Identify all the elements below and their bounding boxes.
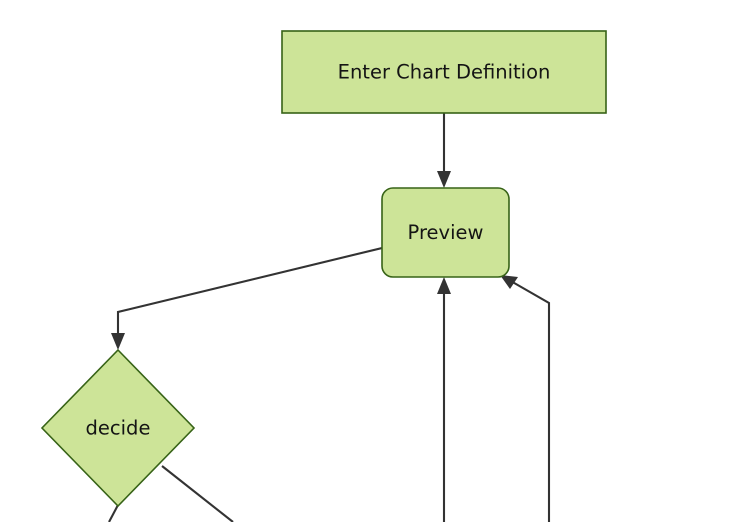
node-preview[interactable]: Preview	[381, 187, 510, 278]
node-label-preview: Preview	[408, 221, 484, 244]
node-label-enter-chart-definition: Enter Chart Definition	[338, 61, 551, 84]
arrowhead-icon	[437, 277, 451, 294]
edge-return-right-to-preview	[500, 275, 551, 522]
node-shape-rounded-rectangle[interactable]	[381, 187, 510, 278]
edge-enter-to-preview	[437, 113, 451, 188]
node-shape-diamond[interactable]	[40, 348, 196, 508]
edge-decide-out-left	[108, 504, 119, 522]
node-shape-rectangle[interactable]	[281, 30, 607, 114]
edge-decide-out-right	[161, 465, 234, 522]
edge-line	[108, 504, 119, 522]
node-decide[interactable]: decide	[40, 348, 196, 508]
arrowhead-icon	[437, 171, 451, 188]
node-label-decide: decide	[86, 417, 151, 440]
edge-line	[116, 246, 383, 340]
edge-line	[161, 465, 234, 522]
edge-preview-to-decide	[111, 246, 383, 350]
edge-return-center-to-preview	[437, 277, 451, 522]
arrowhead-icon	[500, 275, 518, 289]
node-enter-chart-definition[interactable]: Enter Chart Definition	[281, 30, 607, 114]
edge-line	[508, 279, 551, 522]
arrowhead-icon	[111, 333, 125, 350]
